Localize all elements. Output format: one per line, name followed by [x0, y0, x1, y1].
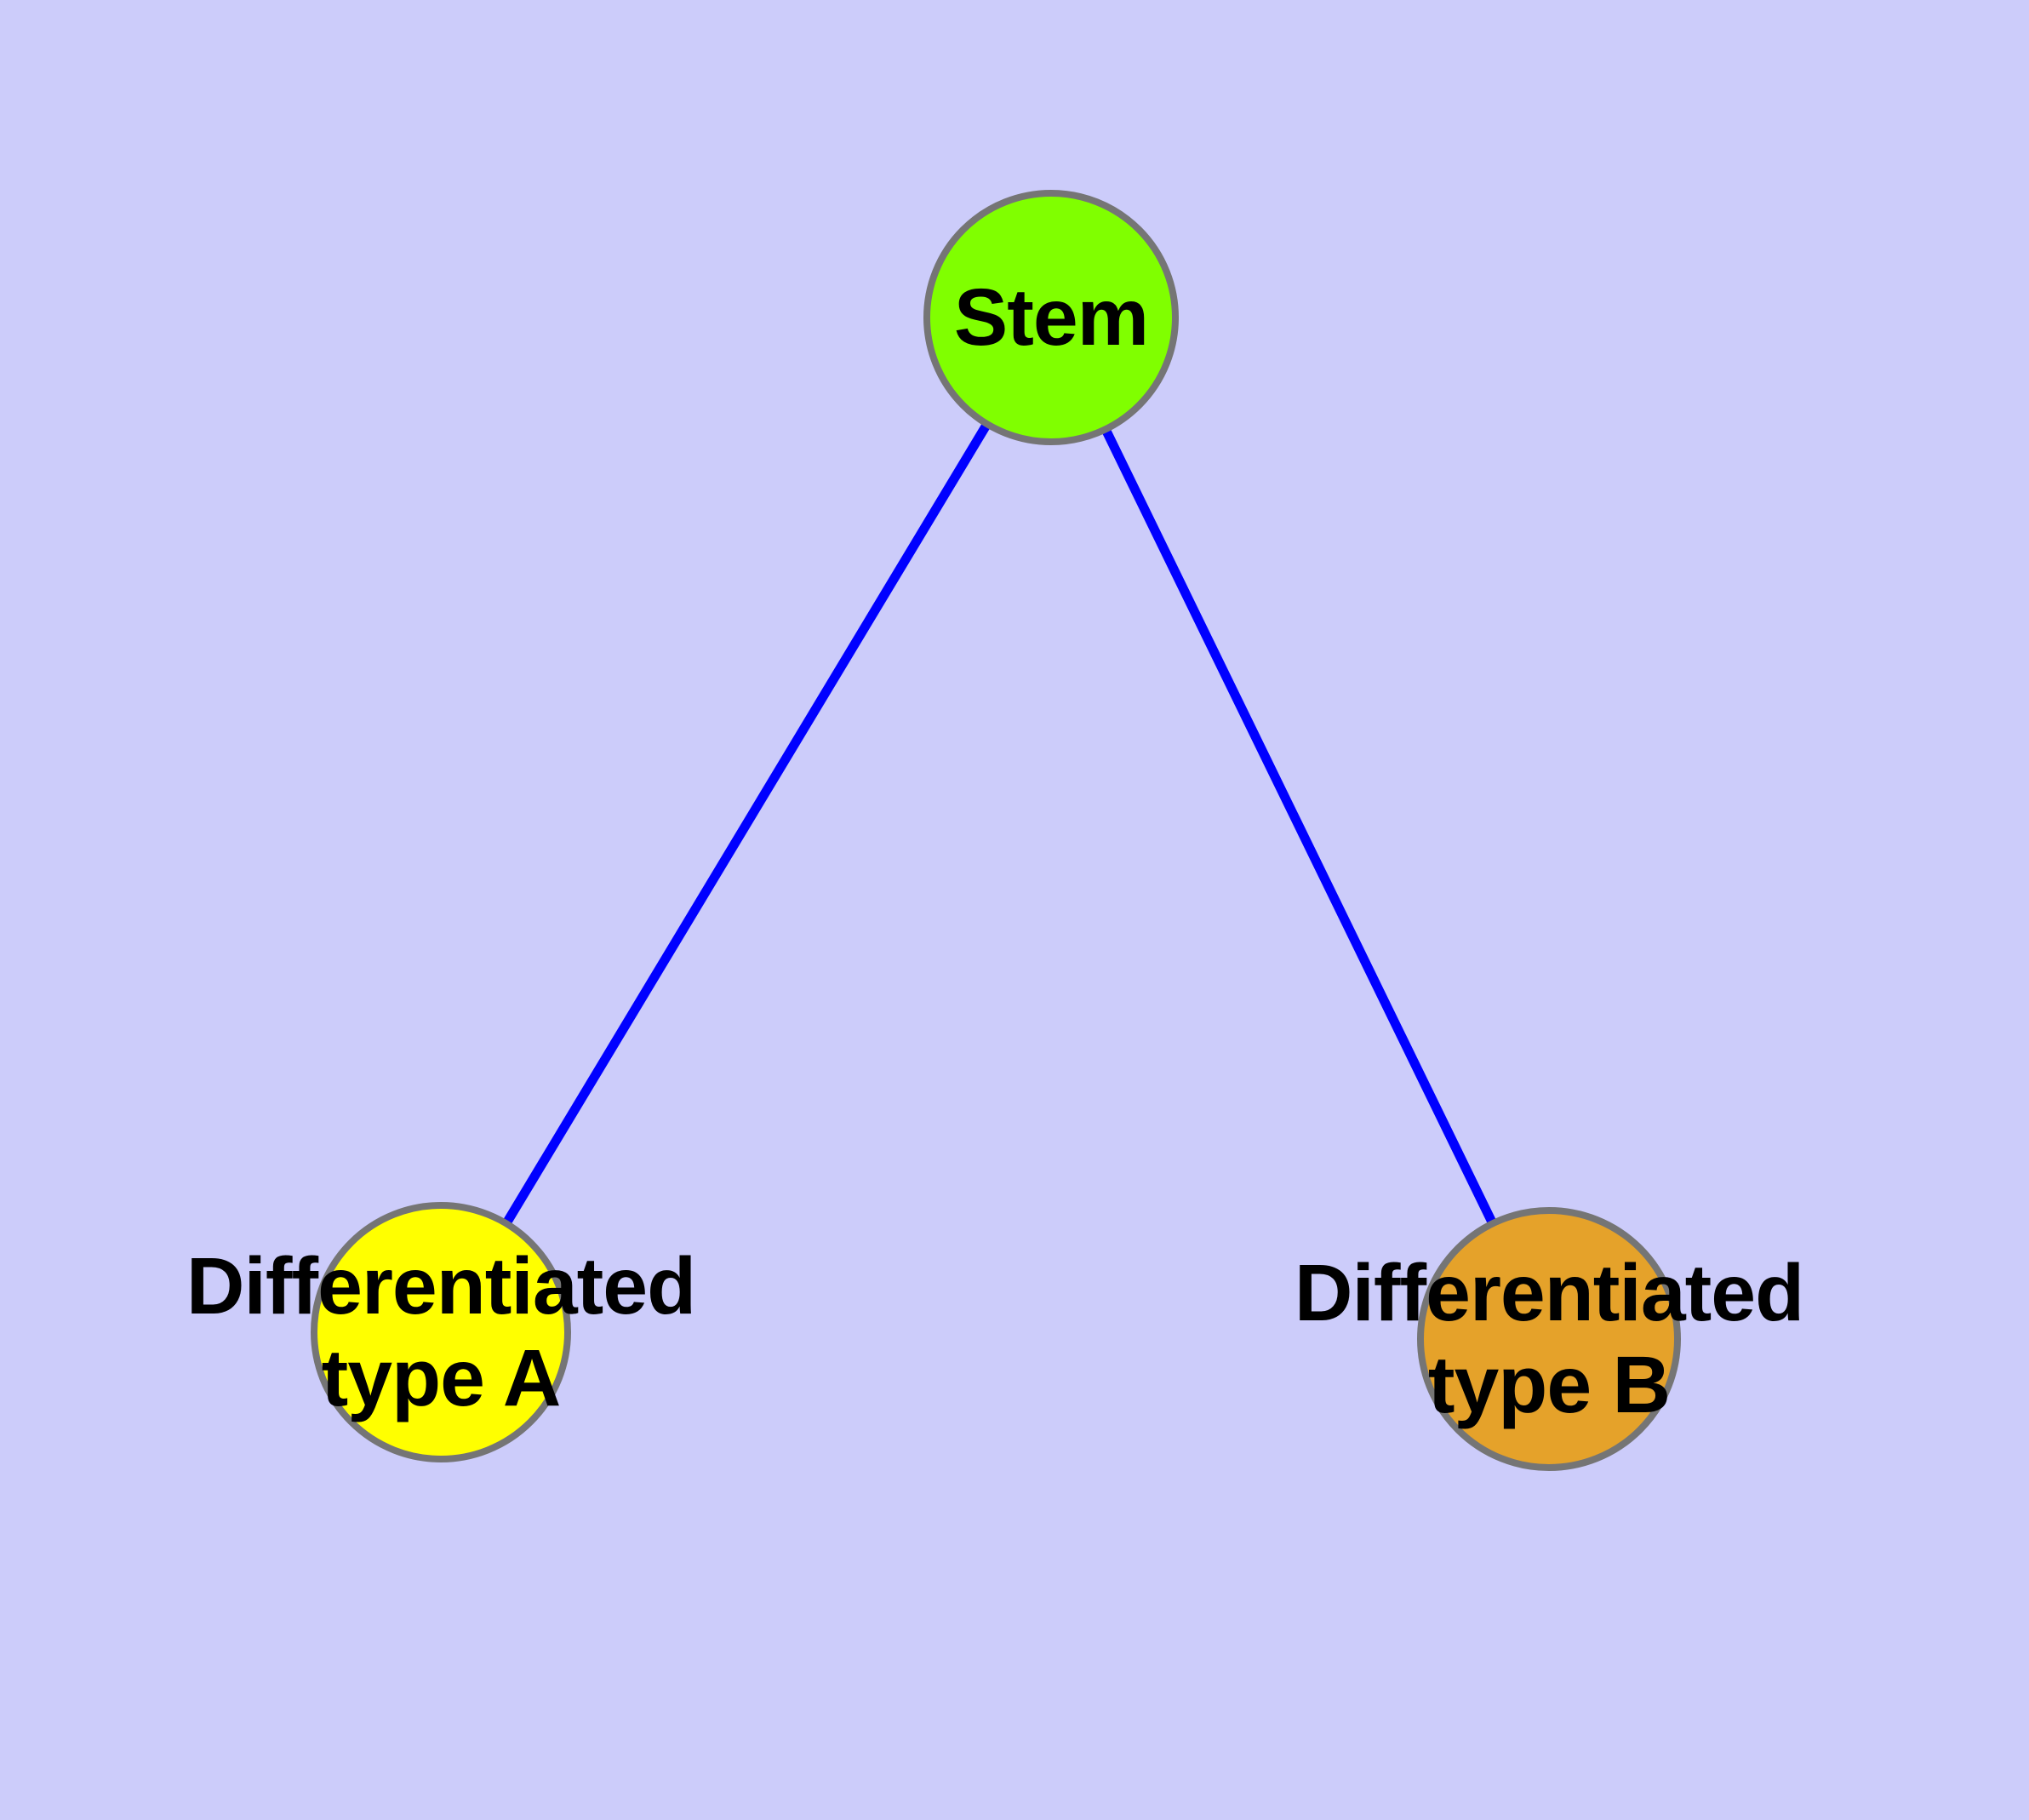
node-differentiated-type-a-label: Differentiated type A — [186, 1241, 696, 1423]
edge-stem-to-diff-a — [437, 315, 1055, 1335]
node-differentiated-type-a[interactable]: Differentiated type A — [186, 1202, 696, 1462]
node-differentiated-type-b[interactable]: Differentiated type B — [1295, 1207, 1804, 1471]
node-stem[interactable]: Stem — [923, 190, 1179, 445]
edge-stem-to-diff-b — [1047, 315, 1553, 1342]
node-stem-label: Stem — [953, 272, 1149, 363]
node-differentiated-type-b-label: Differentiated type B — [1294, 1248, 1804, 1430]
